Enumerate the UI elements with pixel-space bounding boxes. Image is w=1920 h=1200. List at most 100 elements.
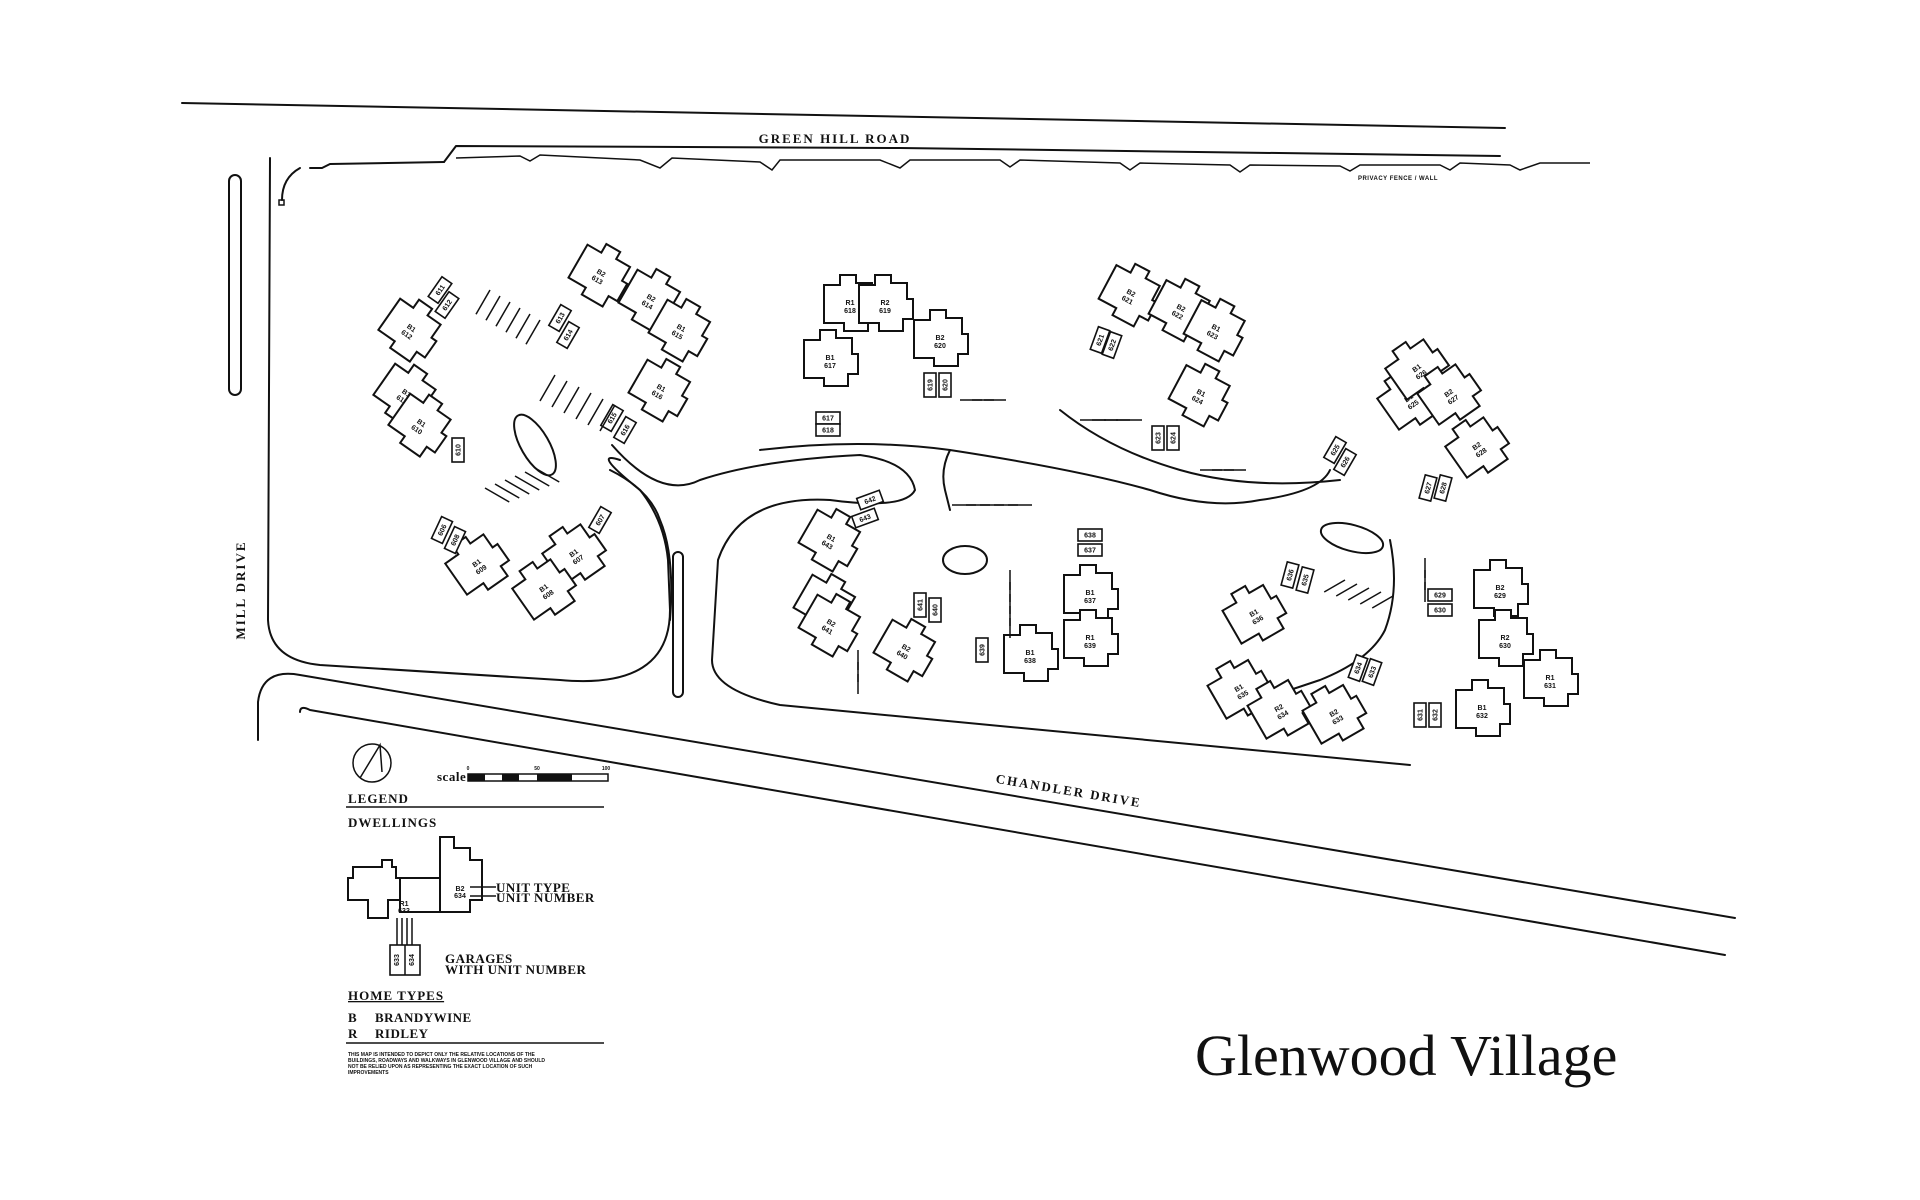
garage: 622 bbox=[1101, 330, 1123, 360]
unit-type-label: B1 bbox=[1195, 388, 1206, 398]
garage: 638 bbox=[1077, 528, 1103, 542]
garage: 611 bbox=[427, 275, 453, 305]
disclaimer-line: BUILDINGS, ROADWAYS AND WALKWAYS IN GLEN… bbox=[348, 1058, 545, 1064]
garage-number-label: 637 bbox=[1084, 548, 1096, 555]
east-road bbox=[1259, 539, 1395, 701]
unit-type-label: B1 bbox=[1411, 363, 1422, 374]
parking-stripe bbox=[534, 467, 560, 483]
unit-type-label: B2 bbox=[1443, 388, 1454, 399]
garage: 624 bbox=[1166, 425, 1180, 451]
unit-type-label: R2 bbox=[1274, 703, 1285, 714]
central-road bbox=[759, 443, 1331, 505]
green-hill-road-label: GREEN HILL ROAD bbox=[759, 131, 912, 146]
svg-text:B2: B2 bbox=[456, 886, 465, 893]
unit-number-label: 617 bbox=[824, 363, 836, 370]
inner-loop-road bbox=[611, 444, 1411, 766]
garage-number-label: 638 bbox=[1084, 533, 1096, 540]
garage: 618 bbox=[815, 423, 841, 437]
garage: 620 bbox=[938, 372, 952, 398]
garage: 633 bbox=[1361, 657, 1383, 687]
garage: 636 bbox=[1280, 560, 1300, 590]
parking-stripe bbox=[484, 487, 510, 503]
unit-number-label: 618 bbox=[844, 308, 856, 315]
garage: 629 bbox=[1427, 588, 1453, 602]
parking-stripe bbox=[515, 313, 531, 339]
unit-type-label: R1 bbox=[1086, 635, 1095, 642]
garage-number-label: 634 bbox=[1354, 662, 1365, 675]
garage-number-label: 628 bbox=[1439, 482, 1449, 495]
garage: 615 bbox=[599, 403, 625, 433]
unit-type-label: B2 bbox=[1125, 288, 1136, 298]
unit-number-label: 629 bbox=[1494, 593, 1506, 600]
legend-b-name: BRANDYWINE bbox=[375, 1010, 472, 1025]
garage-number-label: 608 bbox=[450, 534, 461, 548]
parking-spaces bbox=[475, 289, 1426, 694]
unit-number-label: 641 bbox=[820, 625, 834, 637]
unit-type-label: B2 bbox=[1329, 708, 1340, 719]
unit-number-label: 635 bbox=[1236, 690, 1250, 702]
garage-number-label: 642 bbox=[864, 496, 877, 507]
legend-unit-number: UNIT NUMBER bbox=[496, 890, 595, 905]
garage-number-label: 627 bbox=[1424, 482, 1434, 495]
unit-number-label: 614 bbox=[640, 300, 654, 312]
green-hill-road: GREEN HILL ROAD PRIVACY FENCE / WALL bbox=[181, 102, 1590, 182]
island bbox=[1319, 521, 1385, 555]
garage-number-label: 629 bbox=[1434, 593, 1446, 600]
legend-r-code: R bbox=[348, 1026, 358, 1041]
garage-number-label: 607 bbox=[595, 514, 607, 528]
legend-heading: LEGEND bbox=[348, 791, 409, 806]
parking-stripe bbox=[494, 483, 520, 499]
unit-number-label: 639 bbox=[1084, 643, 1096, 650]
legend-sample-building: R1 633 B2 634 UNIT TYPE UNIT NUMBER 633 … bbox=[347, 836, 595, 977]
parking-stripe bbox=[485, 295, 501, 321]
unit-type-label: B2 bbox=[825, 618, 836, 629]
garage: 643 bbox=[850, 507, 880, 529]
parking-stripe bbox=[563, 386, 580, 414]
unit-number-label: 613 bbox=[590, 275, 604, 287]
unit-type-label: B2 bbox=[1496, 585, 1505, 592]
mill-drive-label: MILL DRIVE bbox=[233, 540, 248, 639]
parking-stripe bbox=[587, 398, 604, 426]
garage-number-label: 617 bbox=[822, 416, 834, 423]
unit-number-label: 640 bbox=[895, 650, 909, 662]
garage-number-label: 626 bbox=[1340, 456, 1352, 470]
unit-number-label: 630 bbox=[1499, 643, 1511, 650]
unit-number-label: 643 bbox=[820, 540, 834, 552]
garage: 628 bbox=[1433, 473, 1453, 503]
garage-number-label: 613 bbox=[555, 312, 567, 326]
unit-number-label: 619 bbox=[879, 308, 891, 315]
parking-stripe bbox=[495, 301, 511, 327]
unit-type-label: R2 bbox=[881, 300, 890, 307]
garage-number-label: 635 bbox=[1301, 574, 1311, 587]
unit-type-label: B1 bbox=[1086, 590, 1095, 597]
garage: 614 bbox=[555, 320, 581, 350]
garage: 626 bbox=[1332, 447, 1358, 477]
unit-type-label: B1 bbox=[471, 558, 482, 569]
garage-number-label: 618 bbox=[822, 428, 834, 435]
garage: 625 bbox=[1322, 435, 1348, 465]
legend-home-types: HOME TYPES bbox=[348, 988, 444, 1003]
garage: 606 bbox=[430, 515, 454, 545]
unit-number-label: 637 bbox=[1084, 598, 1096, 605]
parking-stripe bbox=[524, 471, 550, 487]
unit-type-label: B1 bbox=[825, 533, 836, 544]
legend-unit-type: UNIT TYPE bbox=[496, 880, 570, 895]
garage-number-label: 615 bbox=[607, 412, 619, 426]
parking-stripe bbox=[505, 307, 521, 333]
garage-number-label: 630 bbox=[1434, 608, 1446, 615]
